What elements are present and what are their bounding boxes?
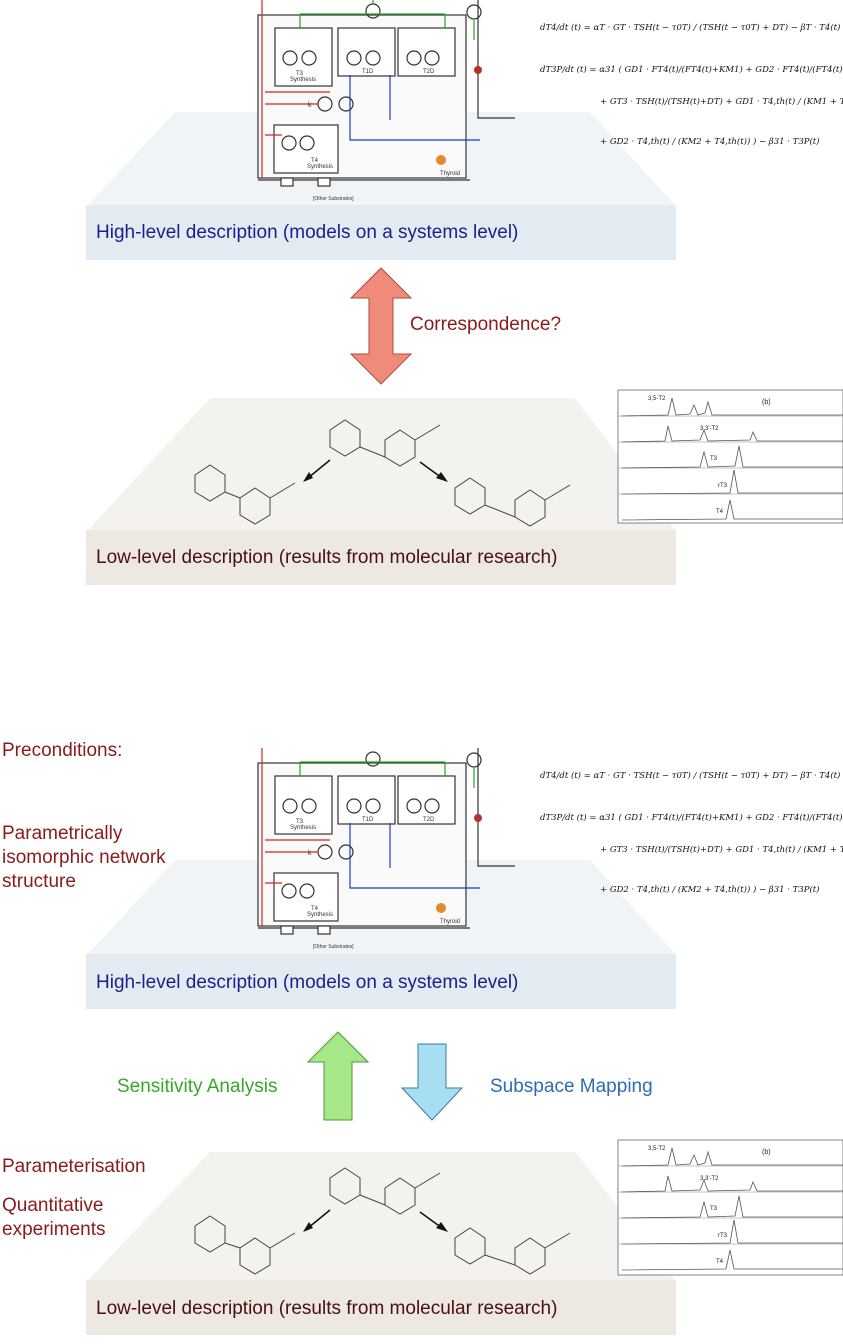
thyroid-label: Thyroid: [440, 171, 460, 177]
top-panel-graphic: T3 Synthesis T1D T2D T4 Synthesis Thyroi…: [88, 0, 843, 530]
chromatogram-panel-tag: (b): [762, 399, 771, 406]
equation-2-line3: + GD2 · T4,th(t) / (KM2 + T4,th(t)) ) − …: [600, 884, 820, 895]
reaction-arrowhead-right: [436, 1222, 448, 1232]
trace-label-1: 3,5-T2: [648, 396, 666, 402]
trace-label-2: 3,3'-T2: [700, 1176, 719, 1182]
correspondence-label: Correspondence?: [410, 314, 562, 335]
low-level-band-bottom: [86, 1280, 676, 1335]
high-level-label-bottom: High-level description (models on a syst…: [96, 972, 519, 993]
trace-label-3: T3: [710, 456, 718, 462]
thyroid-icon: [436, 903, 446, 913]
t3-synthesis-label-2: Synthesis: [290, 825, 316, 831]
top-panel: T3 Synthesis T1D T2D T4 Synthesis Thyroi…: [0, 0, 843, 600]
bottom-panel: T3 Synthesis T1D T2D T4 Synthesis Thyroi…: [0, 738, 843, 1339]
equation-2-line1: dT3P/dt (t) = α31 ( GD1 · FT4(t)/(FT4(t)…: [540, 812, 843, 823]
trace-label-2: 3,3'-T2: [700, 426, 719, 432]
parametrically-line-2: isomorphic network: [2, 847, 166, 868]
chromatogram-top: [617, 389, 843, 524]
low-level-label-bottom: Low-level description (results from mole…: [96, 1298, 558, 1319]
reaction-arrowhead-right: [436, 472, 448, 482]
t4-synthesis-label-2: Synthesis: [307, 912, 333, 918]
t4-synthesis-label-1: T4: [311, 906, 319, 912]
bottom-panel-graphic: T3 Synthesis T1D T2D T4 Synthesis Thyroi…: [88, 748, 843, 1280]
equation-1: dT4/dt (t) = αT · GT · TSH(t − τ0T) / (T…: [540, 22, 840, 33]
thyroid-icon: [436, 155, 446, 165]
equation-2-line1: dT3P/dt (t) = α31 ( GD1 · FT4(t)/(FT4(t)…: [540, 64, 843, 75]
t1d-label: T1D: [362, 817, 374, 823]
parameterisation-label: Parameterisation: [2, 1156, 146, 1177]
reaction-arrow-left: [307, 1209, 331, 1229]
low-level-plane: [88, 398, 675, 530]
molecule-structure-top: [329, 419, 441, 467]
t2d-label: T2D: [423, 817, 435, 823]
t4-synthesis-label-1: T4: [311, 158, 319, 164]
low-level-label-top: Low-level description (results from mole…: [96, 547, 558, 568]
other-substrates-label: [Other Substrates]: [313, 196, 354, 202]
equation-block-bottom: dT4/dt (t) = αT · GT · TSH(t − τ0T) / (T…: [540, 770, 843, 895]
preconditions-label: Preconditions:: [2, 740, 123, 761]
high-level-band-top: [86, 205, 676, 260]
equation-2-line2: + GT3 · TSH(t)/(TSH(t)+DT) + GD1 · T4,th…: [600, 844, 843, 855]
equation-block-top: dT4/dt (t) = αT · GT · TSH(t − τ0T) / (T…: [540, 22, 843, 147]
molecule-structure-top: [329, 1167, 441, 1215]
t3-synthesis-label-1: T3: [296, 71, 304, 77]
quantitative-line-2: experiments: [2, 1219, 106, 1240]
low-level-band-top: [86, 530, 676, 585]
parametrically-line-1: Parametrically: [2, 823, 123, 844]
trace-label-3: T3: [710, 1206, 718, 1212]
molecule-structure-left: [194, 464, 296, 525]
reaction-arrowhead-left: [303, 1222, 313, 1232]
k-label: k: [308, 102, 312, 109]
thyroid-network-diagram: [257, 0, 515, 187]
trace-label-1: 3,5-T2: [648, 1146, 666, 1152]
t4-synthesis-label-2: Synthesis: [307, 164, 333, 170]
t1d-label: T1D: [362, 69, 374, 75]
t2d-label: T2D: [423, 69, 435, 75]
parametrically-isomorphic-label: Parametrically isomorphic network struct…: [2, 822, 166, 894]
trace-label-4: rT3: [718, 1233, 728, 1239]
molecule-structure-right: [454, 1227, 571, 1275]
chromatogram-bottom: [617, 1139, 843, 1276]
equation-2-line3: + GD2 · T4,th(t) / (KM2 + T4,th(t)) ) − …: [600, 136, 820, 147]
chromatogram-panel-tag: (b): [762, 1149, 771, 1156]
heart-icon: [474, 814, 482, 822]
trace-label-5: T4: [716, 1259, 724, 1265]
k-label: k: [308, 850, 312, 857]
equation-1: dT4/dt (t) = αT · GT · TSH(t − τ0T) / (T…: [540, 770, 840, 781]
other-substrates-label: [Other Substrates]: [313, 944, 354, 950]
reaction-arrow-left: [307, 459, 331, 479]
trace-label-5: T4: [716, 509, 724, 515]
correspondence-arrow: [349, 267, 413, 385]
quantitative-experiments-label: Quantitative experiments: [2, 1194, 106, 1242]
thyroid-label: Thyroid: [440, 919, 460, 925]
equation-2-line2: + GT3 · TSH(t)/(TSH(t)+DT) + GD1 · T4,th…: [600, 96, 843, 107]
thyroid-network-diagram: [257, 748, 515, 935]
sensitivity-analysis-label: Sensitivity Analysis: [117, 1076, 278, 1097]
trace-label-4: rT3: [718, 483, 728, 489]
molecule-structure-left: [194, 1215, 296, 1275]
high-level-label-top: High-level description (models on a syst…: [96, 222, 519, 243]
molecule-structure-right: [454, 477, 571, 527]
heart-icon: [474, 66, 482, 74]
subspace-mapping-label: Subspace Mapping: [490, 1076, 653, 1097]
high-level-band-bottom: [86, 954, 676, 1009]
quantitative-line-1: Quantitative: [2, 1195, 104, 1216]
reaction-arrowhead-left: [303, 472, 313, 482]
t3-synthesis-label-2: Synthesis: [290, 77, 316, 83]
t3-synthesis-label-1: T3: [296, 819, 304, 825]
sensitivity-arrow: [306, 1031, 370, 1121]
parametrically-line-3: structure: [2, 871, 76, 892]
low-level-plane: [88, 1152, 675, 1280]
subspace-arrow: [400, 1043, 464, 1121]
